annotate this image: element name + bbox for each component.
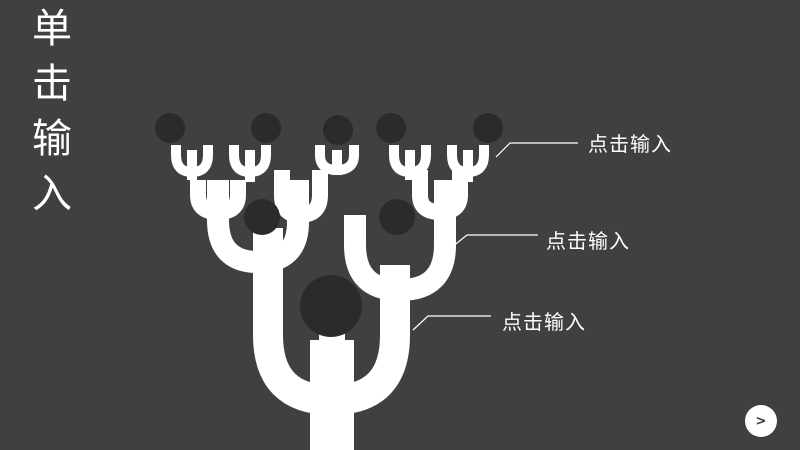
connector-line — [495, 142, 578, 158]
next-arrow-icon: > — [755, 413, 767, 429]
label-top[interactable]: 点击输入 — [588, 132, 672, 156]
next-slide-button[interactable]: > — [745, 405, 777, 437]
tree-node-circle — [251, 113, 281, 143]
tree-node-circle — [376, 113, 406, 143]
tree-node-circle — [244, 199, 280, 235]
tree-node-circle — [379, 199, 415, 235]
title-char: 击 — [32, 61, 72, 107]
title-char: 输 — [32, 116, 72, 162]
tree-branch-right-2 — [344, 180, 456, 302]
connector-line — [451, 234, 538, 248]
connector-line — [412, 315, 491, 331]
tree-fork — [190, 180, 246, 221]
label-middle[interactable]: 点击输入 — [546, 229, 630, 253]
tree-node-circle — [155, 113, 185, 143]
tree-node-circle — [323, 115, 353, 145]
tree-branch-left-2 — [207, 180, 309, 274]
tree-node-circle — [300, 275, 362, 337]
tree-node-circle — [473, 113, 503, 143]
title-char: 入 — [32, 171, 72, 217]
title-char: 单 — [32, 6, 72, 52]
tree-fork — [274, 170, 328, 224]
vertical-title: 单 击 输 入 — [26, 2, 78, 222]
label-bottom[interactable]: 点击输入 — [502, 310, 586, 334]
tree-fork — [412, 170, 468, 221]
